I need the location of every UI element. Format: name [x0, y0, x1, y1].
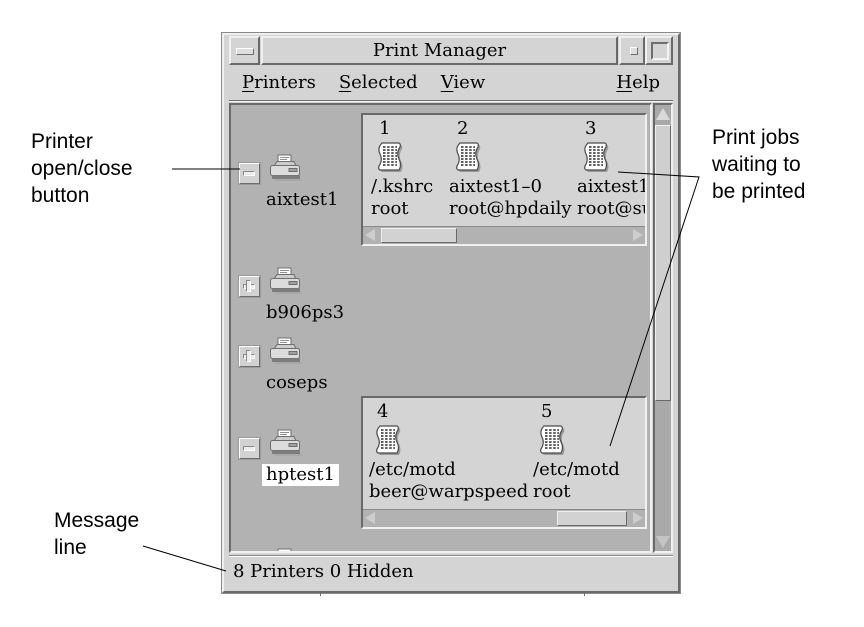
printer-row-hptest1: hptest1: [231, 428, 650, 520]
scroll-right-icon[interactable]: [633, 229, 643, 241]
printer-icon-partial: [267, 547, 303, 551]
menu-help[interactable]: Help: [613, 70, 663, 95]
job-number: 4: [377, 401, 389, 422]
printer-icon[interactable]: [267, 266, 303, 296]
printer-open-close-button[interactable]: [239, 346, 260, 367]
scroll-right-icon[interactable]: [633, 512, 643, 524]
job-number: 3: [585, 118, 597, 139]
plus-icon: [240, 347, 259, 366]
window-menu-button[interactable]: [229, 36, 260, 65]
printer-label[interactable]: b906ps3: [266, 302, 345, 323]
printer-label[interactable]: aixtest1: [266, 189, 339, 210]
frame-notch: [320, 591, 321, 596]
annotation-printer-open-close: Printer open/close button: [31, 130, 133, 207]
minimize-button[interactable]: [619, 36, 645, 65]
menu-printers[interactable]: Printers: [239, 70, 319, 95]
printer-row-coseps: coseps: [231, 336, 650, 428]
title-bar[interactable]: Print Manager: [229, 36, 673, 65]
job-owner: root@su: [577, 198, 647, 219]
window-title-text: Print Manager: [372, 40, 507, 61]
printer-open-close-button[interactable]: [239, 438, 260, 459]
horizontal-scrollbar[interactable]: [363, 509, 645, 527]
printer-row-aixtest1: aixtest1: [231, 153, 650, 245]
menu-selected-mnemonic: S: [338, 72, 352, 93]
document-icon: [580, 141, 610, 175]
document-icon: [374, 141, 404, 175]
printer-icon[interactable]: [267, 153, 303, 183]
menu-printers-label: rinters: [254, 72, 316, 93]
horizontal-scrollbar-thumb[interactable]: [381, 228, 457, 243]
job-owner: root: [533, 481, 571, 502]
job-file: aixtest1–0: [449, 176, 542, 197]
printer-open-close-button[interactable]: [239, 163, 260, 184]
status-text: 8 Printers 0 Hidden: [233, 560, 414, 582]
printer-icon[interactable]: [267, 336, 303, 366]
job-file: aixtest1: [577, 176, 647, 197]
printer-row-b906ps3: b906ps3: [231, 266, 650, 358]
job-owner: beer@warpspeed: [369, 481, 529, 502]
printer-open-close-button[interactable]: [239, 276, 260, 297]
annotation-print-jobs: Print jobs waiting to be printed: [712, 126, 806, 203]
job-number: 5: [541, 401, 553, 422]
job-file: /etc/motd: [533, 459, 620, 480]
minus-icon: [240, 439, 259, 458]
scroll-left-icon[interactable]: [365, 229, 375, 241]
document-icon: [452, 141, 482, 175]
horizontal-scrollbar[interactable]: [363, 226, 645, 244]
annotation-message-line: Message line: [54, 509, 140, 559]
menu-bar: Printers Selected View Help: [229, 65, 673, 101]
minimize-dot-icon: [630, 47, 638, 55]
vertical-scrollbar[interactable]: [653, 103, 673, 553]
job-owner: root@hpdaily: [449, 198, 572, 219]
job-number: 2: [457, 118, 469, 139]
menu-selected-label: elected: [351, 72, 418, 93]
message-line: 8 Printers 0 Hidden: [229, 555, 673, 586]
menu-printers-mnemonic: P: [242, 72, 255, 93]
menu-view-label: iew: [453, 72, 486, 93]
scroll-left-icon[interactable]: [365, 512, 375, 524]
print-manager-window: Print Manager Printers Selected View Hel…: [222, 33, 680, 596]
window-menu-dash-icon: [236, 48, 254, 55]
window-title: Print Manager: [261, 36, 618, 65]
maximize-square-icon: [651, 42, 669, 60]
printer-icon[interactable]: [267, 428, 303, 458]
menu-help-mnemonic: H: [616, 72, 633, 93]
minus-icon: [240, 164, 259, 183]
scroll-up-icon[interactable]: [656, 108, 670, 120]
job-file: /.kshrc: [371, 176, 434, 197]
frame-notch: [584, 591, 585, 596]
job-file: /etc/motd: [369, 459, 456, 480]
callout-line-message: [142, 545, 227, 572]
printer-label[interactable]: hptest1: [262, 464, 339, 486]
plus-icon: [240, 277, 259, 296]
vertical-scrollbar-thumb[interactable]: [655, 125, 671, 401]
menu-view-mnemonic: V: [440, 72, 454, 93]
menu-selected[interactable]: Selected: [336, 70, 421, 95]
horizontal-scrollbar-thumb[interactable]: [557, 511, 627, 526]
job-number: 1: [379, 118, 391, 139]
menu-view[interactable]: View: [438, 70, 489, 95]
job-owner: root: [371, 198, 409, 219]
menu-help-label: elp: [632, 72, 660, 93]
maximize-button[interactable]: [645, 36, 673, 65]
document-icon: [536, 424, 566, 458]
printer-label[interactable]: coseps: [266, 372, 328, 393]
document-icon: [372, 424, 402, 458]
scroll-down-icon[interactable]: [656, 536, 670, 548]
